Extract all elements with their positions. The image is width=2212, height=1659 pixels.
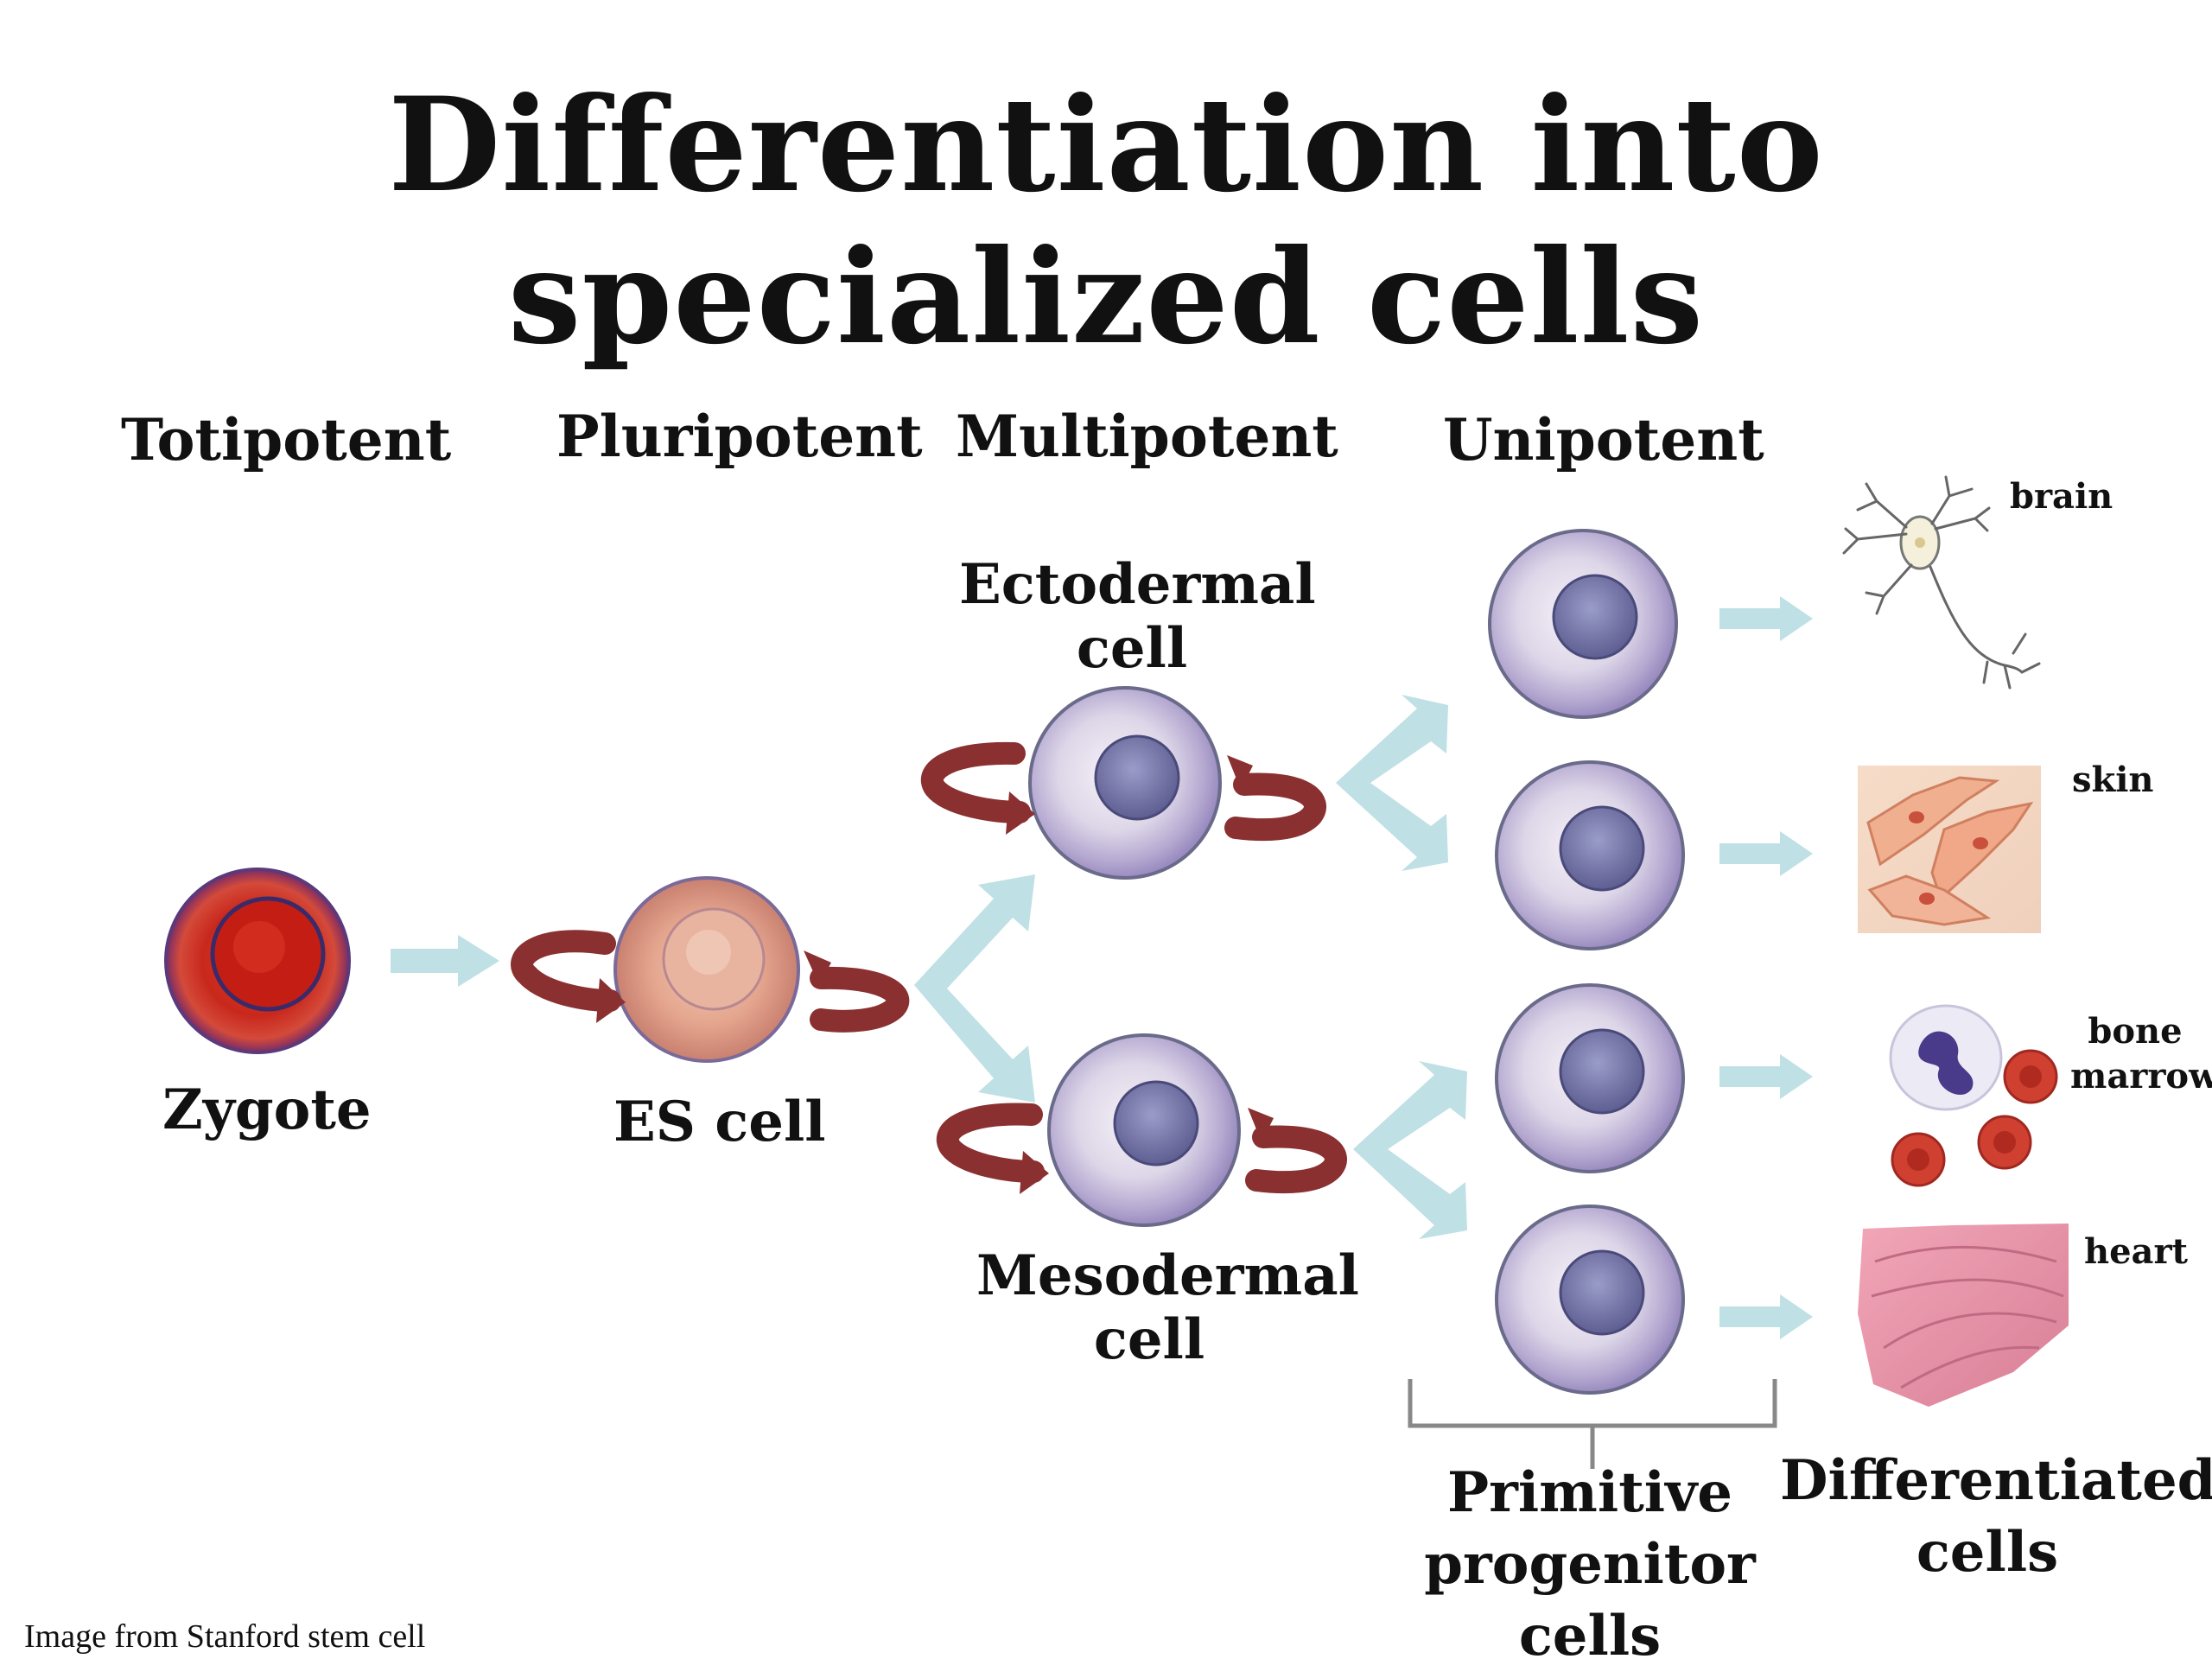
self-renewal-arrow-ecto-left — [920, 741, 1035, 835]
stage-label-pluripotent: Pluripotent — [556, 403, 923, 470]
branch-arrow-es — [914, 874, 1035, 1103]
heart-muscle-illustration — [1858, 1224, 2069, 1407]
stage-label-multipotent: Multipotent — [956, 403, 1338, 470]
stage-label-totipotent: Totipotent — [121, 406, 452, 474]
arrow-zygote-to-es — [391, 935, 499, 987]
arrow-to-heart — [1719, 1294, 1813, 1339]
progenitor-cell-1 — [1488, 529, 1678, 719]
self-renewal-arrow-es-right — [804, 950, 910, 1033]
tissue-label-heart: heart — [2084, 1231, 2188, 1272]
bone-marrow-illustration — [1889, 1004, 2058, 1187]
page-title: Differentiation into specialized cells — [388, 69, 1824, 373]
image-credit: Image from Stanford stem cell — [24, 1618, 426, 1655]
zygote-label: Zygote — [162, 1077, 372, 1142]
ectodermal-label: Ectodermal cell — [959, 552, 1316, 681]
branch-arrow-ecto — [1336, 695, 1448, 871]
mesodermal-label: Mesodermal cell — [976, 1243, 1359, 1372]
ectodermal-cell — [1028, 686, 1222, 880]
self-renewal-arrow-meso-right — [1245, 1108, 1347, 1194]
progenitor-group-label: Primitive progenitor cells — [1424, 1460, 1756, 1659]
progenitor-cell-2 — [1495, 760, 1685, 950]
progenitor-bracket — [1408, 1379, 1777, 1469]
progenitor-cell-3 — [1495, 983, 1685, 1173]
stage-label-unipotent: Unipotent — [1443, 406, 1764, 474]
skin-cells-illustration — [1858, 766, 2041, 933]
tissue-label-skin: skin — [2072, 760, 2154, 800]
arrow-to-bone-marrow — [1719, 1054, 1813, 1099]
self-renewal-arrow-ecto-right — [1224, 755, 1326, 842]
differentiated-group-label: Differentiated cells — [1780, 1448, 2212, 1586]
tissue-label-bone-marrow: bone marrow — [2070, 1011, 2212, 1096]
arrow-to-brain — [1719, 596, 1813, 641]
es-cell — [613, 876, 800, 1063]
tissue-label-brain: brain — [2010, 476, 2113, 517]
branch-arrow-meso — [1353, 1061, 1467, 1239]
es-cell-label: ES cell — [613, 1090, 826, 1154]
mesodermal-cell — [1047, 1033, 1241, 1227]
self-renewal-arrow-es-left — [511, 930, 626, 1023]
zygote-cell — [164, 868, 351, 1054]
progenitor-cell-4 — [1495, 1205, 1685, 1395]
arrow-to-skin — [1719, 831, 1813, 876]
neuron-illustration — [1842, 475, 2041, 690]
self-renewal-arrow-meso-left — [936, 1103, 1049, 1194]
